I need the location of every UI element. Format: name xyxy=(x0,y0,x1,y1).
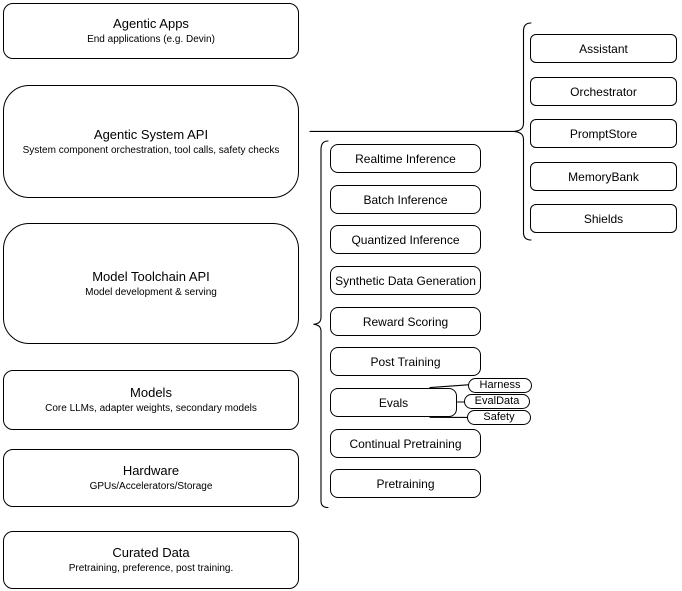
node-continual-pretraining: Continual Pretraining xyxy=(330,429,481,458)
node-subtitle: GPUs/Accelerators/Storage xyxy=(89,481,213,492)
tag-evaldata: EvalData xyxy=(464,394,530,409)
node-agentic-system-api: Agentic System API System component orch… xyxy=(3,85,299,198)
node-label: MemoryBank xyxy=(568,169,639,184)
node-subtitle: End applications (e.g. Devin) xyxy=(87,34,215,45)
node-post-training: Post Training xyxy=(330,347,481,376)
node-label: PromptStore xyxy=(569,126,638,141)
node-label: Pretraining xyxy=(376,476,435,491)
node-evals: Evals xyxy=(330,388,457,417)
node-label: Quantized Inference xyxy=(351,232,460,247)
node-quantized-inference: Quantized Inference xyxy=(330,225,481,254)
node-label: Assistant xyxy=(579,41,628,56)
tag-label: EvalData xyxy=(474,395,520,407)
node-label: Post Training xyxy=(370,354,441,369)
node-synthetic-data-generation: Synthetic Data Generation xyxy=(330,266,481,295)
components-brace xyxy=(513,22,532,241)
node-promptstore: PromptStore xyxy=(530,119,677,148)
node-label: Realtime Inference xyxy=(355,151,456,166)
node-shields: Shields xyxy=(530,204,677,233)
tag-label: Harness xyxy=(479,379,521,391)
node-orchestrator: Orchestrator xyxy=(530,77,677,106)
node-subtitle: Model development & serving xyxy=(85,286,217,298)
node-title: Agentic System API xyxy=(93,126,209,142)
node-title: Model Toolchain API xyxy=(92,268,210,284)
node-agentic-apps: Agentic Apps End applications (e.g. Devi… xyxy=(3,3,299,59)
node-reward-scoring: Reward Scoring xyxy=(330,307,481,336)
node-subtitle: Core LLMs, adapter weights, secondary mo… xyxy=(45,403,257,414)
node-curated-data: Curated Data Pretraining, preference, po… xyxy=(3,531,299,589)
tag-safety: Safety xyxy=(467,410,531,425)
tag-label: Safety xyxy=(483,411,515,423)
node-models: Models Core LLMs, adapter weights, secon… xyxy=(3,370,299,430)
node-title: Agentic Apps xyxy=(113,16,189,31)
node-assistant: Assistant xyxy=(530,34,677,63)
node-title: Hardware xyxy=(122,463,180,478)
node-batch-inference: Batch Inference xyxy=(330,185,481,214)
node-label: Shields xyxy=(583,211,624,226)
node-title: Models xyxy=(130,385,172,400)
node-subtitle: Pretraining, preference, post training. xyxy=(68,563,234,574)
node-label: Continual Pretraining xyxy=(349,436,462,451)
node-hardware: Hardware GPUs/Accelerators/Storage xyxy=(3,449,299,507)
node-realtime-inference: Realtime Inference xyxy=(330,144,481,173)
toolchain-brace xyxy=(313,140,329,509)
node-title: Curated Data xyxy=(112,545,190,560)
node-subtitle: System component orchestration, tool cal… xyxy=(22,144,280,156)
node-label: Synthetic Data Generation xyxy=(335,273,476,288)
node-label: Evals xyxy=(378,395,409,410)
node-memorybank: MemoryBank xyxy=(530,162,677,191)
node-label: Orchestrator xyxy=(570,84,637,99)
node-label: Reward Scoring xyxy=(362,314,449,329)
node-pretraining: Pretraining xyxy=(330,469,481,498)
node-label: Batch Inference xyxy=(363,192,448,207)
tag-harness: Harness xyxy=(468,378,532,393)
node-model-toolchain-api: Model Toolchain API Model development & … xyxy=(3,223,299,344)
